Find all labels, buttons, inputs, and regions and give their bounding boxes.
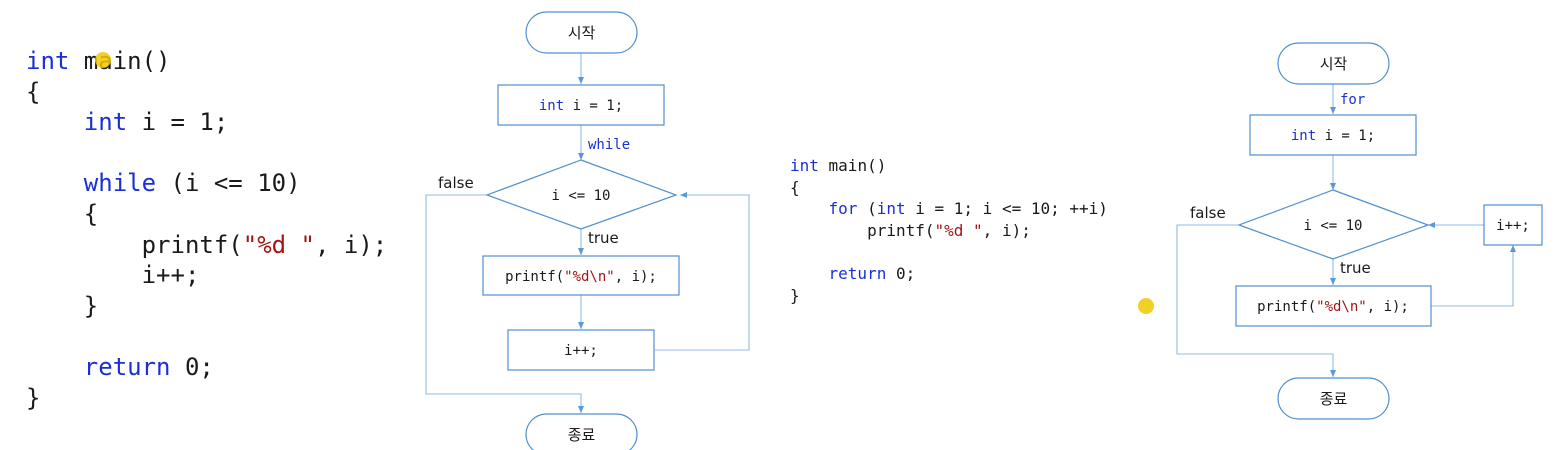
flowchart-while: 시작 int i = 1; while i <= 10 false true p… bbox=[425, 11, 750, 450]
init-label: int i = 1; bbox=[539, 98, 623, 114]
code-text: 0; bbox=[170, 352, 214, 381]
code-text: i++; bbox=[141, 261, 200, 290]
print-label: printf("%d\n", i); bbox=[505, 269, 657, 285]
code-line: int main() bbox=[790, 155, 1108, 177]
connector-loop-back bbox=[655, 192, 750, 351]
code-keyword: int bbox=[790, 156, 819, 175]
code-line: i++; bbox=[26, 260, 387, 291]
code-text: , i); bbox=[982, 220, 1031, 240]
for-label: for bbox=[1340, 92, 1365, 108]
code-text: } bbox=[790, 285, 800, 305]
init-label: int i = 1; bbox=[1291, 128, 1375, 144]
increment-process bbox=[1483, 204, 1543, 246]
condition-label: i <= 10 bbox=[551, 188, 610, 204]
condition-decision bbox=[485, 159, 678, 230]
code-text: { bbox=[26, 77, 41, 106]
code-text: } bbox=[83, 291, 99, 320]
code-text: ( bbox=[857, 199, 877, 219]
code-text: (i <= 10) bbox=[156, 169, 301, 198]
init-process bbox=[1249, 114, 1417, 156]
condition-label: i <= 10 bbox=[1303, 218, 1362, 234]
start-terminal bbox=[525, 11, 638, 54]
code-line: printf("%d ", i); bbox=[26, 230, 388, 261]
code-text: , i); bbox=[315, 230, 388, 259]
false-label: false bbox=[1190, 204, 1226, 222]
code-text: printf( bbox=[867, 220, 935, 240]
false-label: false bbox=[438, 174, 474, 192]
code-text: i = 1; bbox=[127, 108, 229, 137]
code-line: } bbox=[26, 291, 387, 322]
code-line: printf("%d ", i); bbox=[790, 220, 1108, 242]
code-keyword: int bbox=[876, 199, 906, 219]
code-text: } bbox=[26, 383, 41, 412]
cursor-highlight bbox=[1138, 298, 1154, 314]
code-text: { bbox=[83, 199, 99, 228]
code-text: 0; bbox=[886, 263, 916, 283]
condition-decision bbox=[1237, 189, 1430, 260]
code-line: for (int i = 1; i <= 10; ++i) bbox=[790, 198, 1108, 220]
end-label: 종료 bbox=[568, 426, 596, 444]
code-line: { bbox=[790, 177, 1108, 199]
code-keyword: int bbox=[26, 47, 70, 75]
print-process bbox=[482, 255, 680, 296]
code-string: "%d " bbox=[242, 230, 315, 259]
end-label: 종료 bbox=[1320, 390, 1348, 408]
connector-condition-false bbox=[425, 194, 584, 413]
increment-label: i++; bbox=[1496, 218, 1530, 234]
code-line: int main() bbox=[26, 46, 387, 77]
start-label: 시작 bbox=[568, 24, 596, 42]
start-label: 시작 bbox=[1320, 55, 1348, 73]
code-text: { bbox=[790, 177, 800, 197]
code-text: i = 1; i <= 10; ++i) bbox=[905, 199, 1108, 219]
end-terminal bbox=[525, 413, 638, 450]
code-line: } bbox=[26, 383, 387, 414]
code-line: { bbox=[26, 77, 387, 108]
print-process bbox=[1235, 285, 1432, 327]
code-line: return 0; bbox=[790, 263, 1108, 285]
code-keyword: while bbox=[83, 169, 157, 198]
code-keyword: for bbox=[828, 199, 858, 219]
init-process bbox=[497, 84, 665, 126]
code-keyword: return bbox=[828, 263, 887, 283]
code-for-listing: int main(){ for (int i = 1; i <= 10; ++i… bbox=[790, 155, 1108, 306]
increment-process bbox=[507, 329, 655, 371]
true-label: true bbox=[1340, 259, 1371, 277]
flowchart-for: 시작 for int i = 1; i <= 10 false true i++… bbox=[1176, 42, 1543, 420]
code-string: "%d " bbox=[934, 220, 983, 240]
connector-condition-false bbox=[1176, 224, 1336, 377]
true-label: true bbox=[588, 229, 619, 247]
code-line: } bbox=[790, 285, 1108, 307]
code-line: { bbox=[26, 199, 387, 230]
cursor-highlight bbox=[95, 52, 111, 68]
start-terminal bbox=[1277, 42, 1390, 85]
code-while-listing: int main(){ int i = 1; while (i <= 10) {… bbox=[26, 46, 387, 413]
print-label: printf("%d\n", i); bbox=[1257, 299, 1409, 315]
code-keyword: int bbox=[83, 108, 128, 137]
code-line: while (i <= 10) bbox=[26, 168, 387, 199]
code-text: main() bbox=[818, 156, 887, 175]
end-terminal bbox=[1277, 377, 1390, 420]
code-line: int i = 1; bbox=[26, 107, 387, 138]
code-line: return 0; bbox=[26, 352, 387, 383]
code-keyword: return bbox=[83, 352, 171, 381]
while-label: while bbox=[588, 137, 630, 153]
connector-print-to-increment bbox=[1431, 245, 1516, 307]
code-text: printf( bbox=[141, 230, 243, 259]
increment-label: i++; bbox=[564, 343, 598, 359]
